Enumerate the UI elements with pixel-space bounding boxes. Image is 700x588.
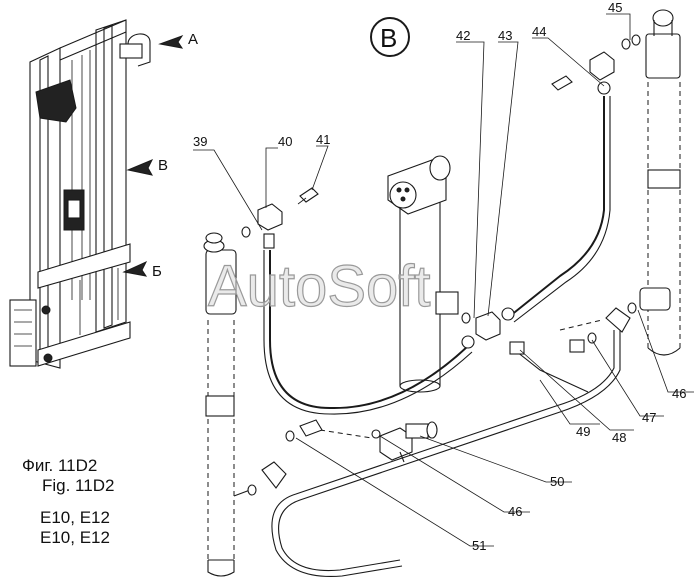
callout-46-bottom: 46 [508,504,522,519]
view-arrow-v-icon [126,159,154,176]
right-cylinder [639,9,681,356]
left-cylinder [203,232,251,577]
watermark: AutoSoft [208,254,430,319]
callout-43: 43 [498,28,512,43]
callout-40: 40 [278,134,292,149]
model-list-2: E10, E12 [40,528,110,547]
callout-46-right: 46 [672,386,686,401]
view-arrow-a-icon [158,35,184,49]
callout-44: 44 [532,24,546,39]
callout-39: 39 [193,134,207,149]
callout-50: 50 [550,474,564,489]
callout-45: 45 [608,0,622,15]
model-list-1: E10, E12 [40,508,110,527]
callout-49: 49 [576,424,590,439]
view-marker-v: B [158,157,168,174]
fittings [241,34,641,496]
section-label: B [380,23,397,53]
leader-lines [193,13,694,547]
callout-48: 48 [612,430,626,445]
middle-cylinder [387,155,459,393]
callout-41: 41 [316,132,330,147]
hose-lines [263,96,621,578]
callout-47: 47 [642,410,656,425]
view-arrow-b-icon [122,260,148,277]
view-marker-b: Б [152,263,162,280]
figure-caption-ru: Фиг. 11D2 [22,456,98,475]
callout-42: 42 [456,28,470,43]
callout-51: 51 [472,538,486,553]
view-marker-a: A [188,31,198,48]
figure-caption-en: Fig. 11D2 [42,476,115,495]
section-circle [370,17,410,57]
mast-overview [9,19,184,369]
